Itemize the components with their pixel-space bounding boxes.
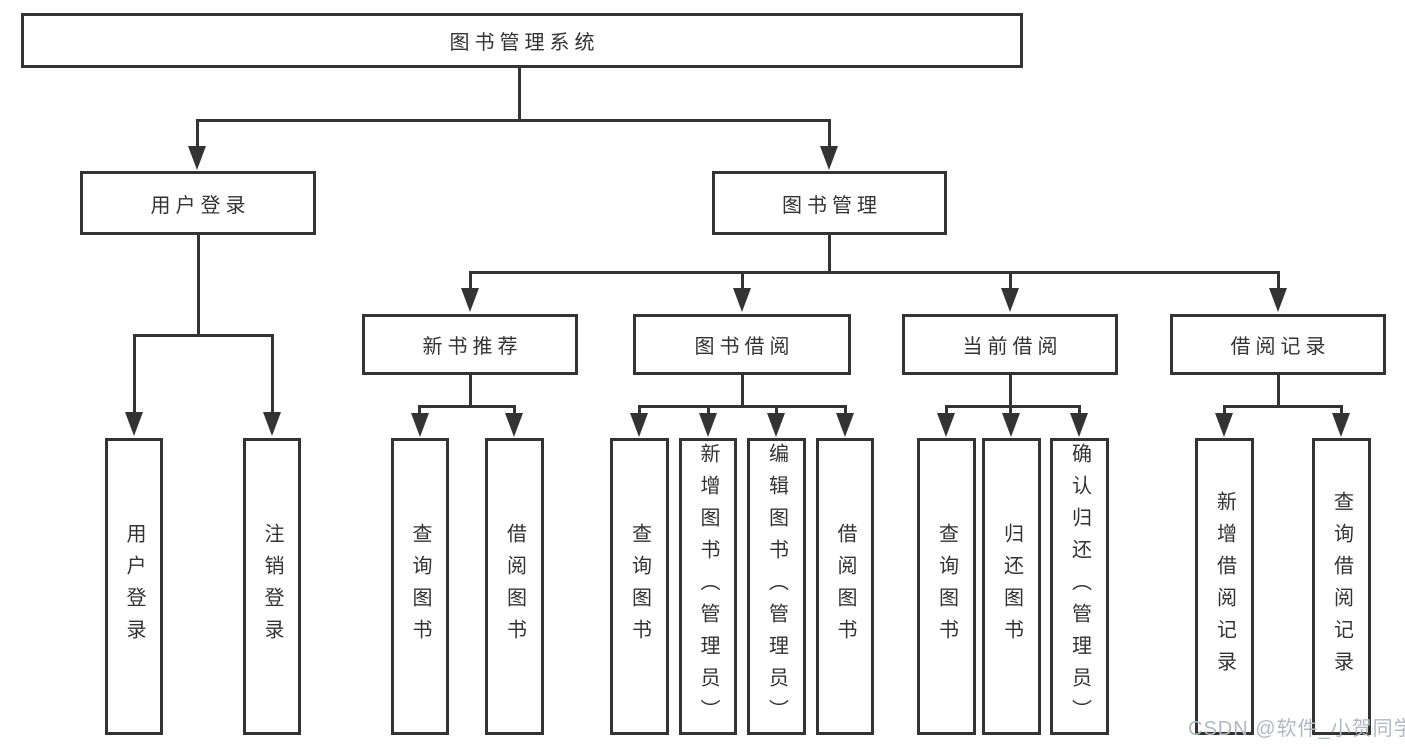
connector — [469, 271, 472, 291]
connector — [513, 405, 516, 416]
connector — [775, 405, 778, 416]
leaf-newbook-borrow: 借阅图书 — [485, 438, 544, 735]
arrowhead-down-icon — [699, 413, 717, 437]
connector — [741, 271, 744, 291]
connector — [1009, 405, 1012, 416]
arrowhead-down-icon — [630, 413, 648, 437]
leaf-current-confirm-admin: 确认归还（管理员） — [1050, 438, 1109, 735]
connector — [418, 405, 421, 416]
connector — [945, 405, 1081, 408]
connector — [741, 375, 744, 408]
leaf-borrow-book-label: 借阅图书 — [834, 522, 856, 651]
connector — [196, 119, 199, 149]
connector — [1223, 405, 1226, 416]
arrowhead-down-icon — [1070, 413, 1088, 437]
leaf-borrow-book: 借阅图书 — [816, 438, 874, 735]
connector — [133, 334, 136, 415]
node-user-login: 用户登录 — [80, 171, 316, 235]
leaf-borrow-edit-admin: 编辑图书（管理员） — [747, 438, 806, 735]
connector — [518, 68, 521, 121]
arrowhead-down-icon — [263, 412, 281, 436]
leaf-current-query: 查询图书 — [917, 438, 976, 735]
node-borrow-records: 借阅记录 — [1170, 314, 1386, 375]
connector — [196, 119, 831, 122]
connector — [469, 271, 1280, 274]
arrowhead-down-icon — [733, 288, 751, 312]
arrowhead-down-icon — [937, 413, 955, 437]
leaf-current-confirm-admin-label: 确认归还（管理员） — [1068, 442, 1091, 731]
arrowhead-down-icon — [1269, 288, 1287, 312]
connector — [1340, 405, 1343, 416]
connector — [469, 375, 472, 408]
connector — [1277, 271, 1280, 291]
arrowhead-down-icon — [820, 146, 838, 170]
leaf-newbook-borrow-label: 借阅图书 — [503, 522, 526, 651]
node-book-borrow-label: 图书借阅 — [694, 336, 795, 358]
node-book-management-label: 图书管理 — [782, 194, 882, 217]
node-book-borrow: 图书借阅 — [633, 314, 851, 375]
leaf-current-query-label: 查询图书 — [935, 522, 958, 651]
arrowhead-down-icon — [767, 413, 785, 437]
leaf-user-login-label: 用户登录 — [123, 522, 145, 651]
connector — [638, 405, 847, 408]
arrowhead-down-icon — [1215, 413, 1233, 437]
leaf-borrow-edit-admin-label: 编辑图书（管理员） — [765, 442, 788, 731]
connector — [828, 119, 831, 149]
leaf-newbook-query-label: 查询图书 — [409, 522, 431, 651]
connector — [1078, 405, 1081, 416]
connector — [133, 334, 274, 337]
connector — [638, 405, 641, 416]
arrowhead-down-icon — [411, 413, 429, 437]
connector — [828, 235, 831, 274]
leaf-current-return-label: 归还图书 — [1000, 522, 1023, 651]
leaf-logout-label: 注销登录 — [261, 522, 283, 651]
connector — [1277, 375, 1280, 408]
connector — [418, 405, 516, 408]
arrowhead-down-icon — [1332, 413, 1350, 437]
arrowhead-down-icon — [505, 413, 523, 437]
arrowhead-down-icon — [461, 288, 479, 312]
csdn-watermark: CSDN @软件_小贺同学 — [1188, 718, 1405, 740]
node-root-label: 图书管理系统 — [449, 32, 600, 54]
arrowhead-down-icon — [125, 412, 143, 436]
connector — [945, 405, 948, 416]
connector — [1009, 271, 1012, 291]
arrowhead-down-icon — [188, 146, 206, 170]
leaf-borrow-query: 查询图书 — [610, 438, 669, 735]
leaf-logout: 注销登录 — [243, 438, 301, 735]
leaf-user-login: 用户登录 — [105, 438, 163, 735]
node-current-borrow-label: 当前借阅 — [962, 336, 1063, 358]
leaf-newbook-query: 查询图书 — [391, 438, 449, 735]
leaf-record-query-label: 查询借阅记录 — [1330, 490, 1353, 683]
connector — [271, 334, 274, 415]
leaf-borrow-add-admin-label: 新增图书（管理员） — [697, 442, 719, 731]
arrowhead-down-icon — [1001, 288, 1019, 312]
connector — [844, 405, 847, 416]
node-user-login-label: 用户登录 — [150, 194, 251, 217]
connector — [707, 405, 710, 416]
leaf-record-add-label: 新增借阅记录 — [1213, 490, 1236, 683]
node-borrow-records-label: 借阅记录 — [1230, 336, 1331, 358]
node-new-book-recommend: 新书推荐 — [362, 314, 578, 375]
leaf-record-query: 查询借阅记录 — [1312, 438, 1371, 735]
node-root: 图书管理系统 — [21, 13, 1023, 68]
arrowhead-down-icon — [836, 413, 854, 437]
leaf-borrow-query-label: 查询图书 — [628, 522, 651, 651]
node-current-borrow: 当前借阅 — [902, 314, 1118, 375]
leaf-record-add: 新增借阅记录 — [1195, 438, 1254, 735]
node-book-management: 图书管理 — [712, 171, 947, 235]
leaf-current-return: 归还图书 — [982, 438, 1041, 735]
connector — [197, 235, 200, 336]
connector — [1009, 375, 1012, 408]
arrowhead-down-icon — [1002, 413, 1020, 437]
connector — [1223, 405, 1343, 408]
leaf-borrow-add-admin: 新增图书（管理员） — [679, 438, 737, 735]
node-new-book-recommend-label: 新书推荐 — [422, 336, 523, 358]
